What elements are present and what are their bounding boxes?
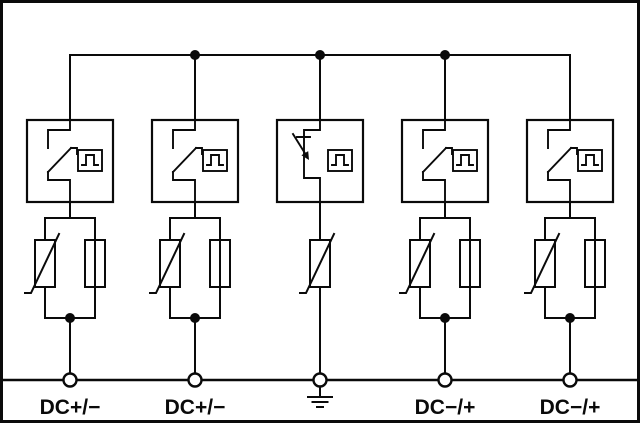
- surge-monitoring-icon: [77, 149, 103, 172]
- varistor-diagonal: [299, 232, 336, 294]
- terminal-4: DC−/+: [415, 372, 476, 419]
- varistor-diagonal: [524, 232, 561, 294]
- varistor-body: [309, 239, 331, 288]
- terminal-label: DC−/+: [540, 396, 601, 419]
- thermal-disconnector-icon: [46, 119, 103, 203]
- branch-wire: [419, 54, 471, 381]
- terminal-label: DC+/−: [165, 396, 226, 419]
- pulse-waveform-glyph: [81, 154, 99, 166]
- varistor-icon: [149, 232, 186, 294]
- disconnector-blade: [171, 146, 203, 174]
- disconnector-lead-wire: [47, 119, 71, 203]
- thermal-disconnector-icon: [171, 119, 228, 203]
- pulse-waveform-glyph: [206, 154, 224, 166]
- terminal-1: DC+/−: [40, 372, 101, 419]
- thermal-disconnector-icon: [421, 119, 478, 203]
- breakaway-disconnector-icon: [291, 119, 353, 203]
- fuse-icon: [209, 239, 231, 288]
- terminal-3: [307, 372, 333, 408]
- surge-monitoring-icon: [202, 149, 228, 172]
- disconnector-blade: [546, 146, 578, 174]
- pulse-waveform-glyph: [456, 154, 474, 166]
- branch-4: [399, 54, 490, 381]
- terminal-circle: [562, 372, 578, 388]
- junction-dot: [440, 313, 450, 323]
- junction-dot: [65, 313, 75, 323]
- bus-junction-dots: [190, 50, 450, 60]
- terminal-circle: [437, 372, 453, 388]
- varistor-icon: [399, 232, 436, 294]
- disconnector-lead-wire: [422, 119, 446, 203]
- disconnector-blade: [46, 146, 78, 174]
- fuse-icon: [459, 239, 481, 288]
- terminal-circle: [312, 372, 328, 388]
- terminal-circle: [187, 372, 203, 388]
- terminal-2: DC+/−: [165, 372, 226, 419]
- branch-2: [149, 54, 240, 381]
- branch-3: [275, 54, 365, 381]
- surge-monitoring-icon: [577, 149, 603, 172]
- arrowhead: [301, 151, 309, 160]
- varistor-icon: [24, 232, 61, 294]
- pulse-waveform-glyph: [331, 154, 349, 166]
- fuse-body: [459, 239, 481, 288]
- breakaway-arrow: [291, 132, 311, 157]
- junction-dot: [315, 50, 325, 60]
- pulse-waveform-glyph: [581, 154, 599, 166]
- fuse-icon: [84, 239, 106, 288]
- varistor-diagonal: [399, 232, 436, 294]
- thermal-disconnector-icon: [546, 119, 603, 203]
- varistor-body: [159, 239, 181, 288]
- surge-monitoring-icon: [327, 149, 353, 172]
- varistor-icon: [524, 232, 561, 294]
- terminal-label: DC−/+: [415, 396, 476, 419]
- disconnector-lead-wire: [172, 119, 196, 203]
- fuse-body: [209, 239, 231, 288]
- earth-ground-strokes: [307, 385, 333, 408]
- surge-monitoring-icon: [452, 149, 478, 172]
- varistor-diagonal: [149, 232, 186, 294]
- fuse-icon: [584, 239, 606, 288]
- varistor-body: [409, 239, 431, 288]
- varistor-icon: [299, 232, 336, 294]
- varistor-body: [534, 239, 556, 288]
- terminal-5: DC−/+: [540, 372, 601, 419]
- branch-wire: [169, 54, 221, 381]
- junction-dot: [565, 313, 575, 323]
- disconnector-lead-wire: [547, 119, 571, 203]
- varistor-body: [34, 239, 56, 288]
- terminal-label: DC+/−: [40, 396, 101, 419]
- fuse-body: [84, 239, 106, 288]
- earth-ground-icon: [307, 385, 333, 408]
- junction-dot: [190, 50, 200, 60]
- branch-1: [24, 54, 115, 381]
- terminal-circle: [62, 372, 78, 388]
- junction-dot: [190, 313, 200, 323]
- branch-wire: [44, 54, 96, 381]
- disconnector-blade: [421, 146, 453, 174]
- junction-dot: [440, 50, 450, 60]
- varistor-diagonal: [24, 232, 61, 294]
- branch-5: [524, 54, 615, 381]
- fuse-body: [584, 239, 606, 288]
- branch-wire: [544, 54, 596, 381]
